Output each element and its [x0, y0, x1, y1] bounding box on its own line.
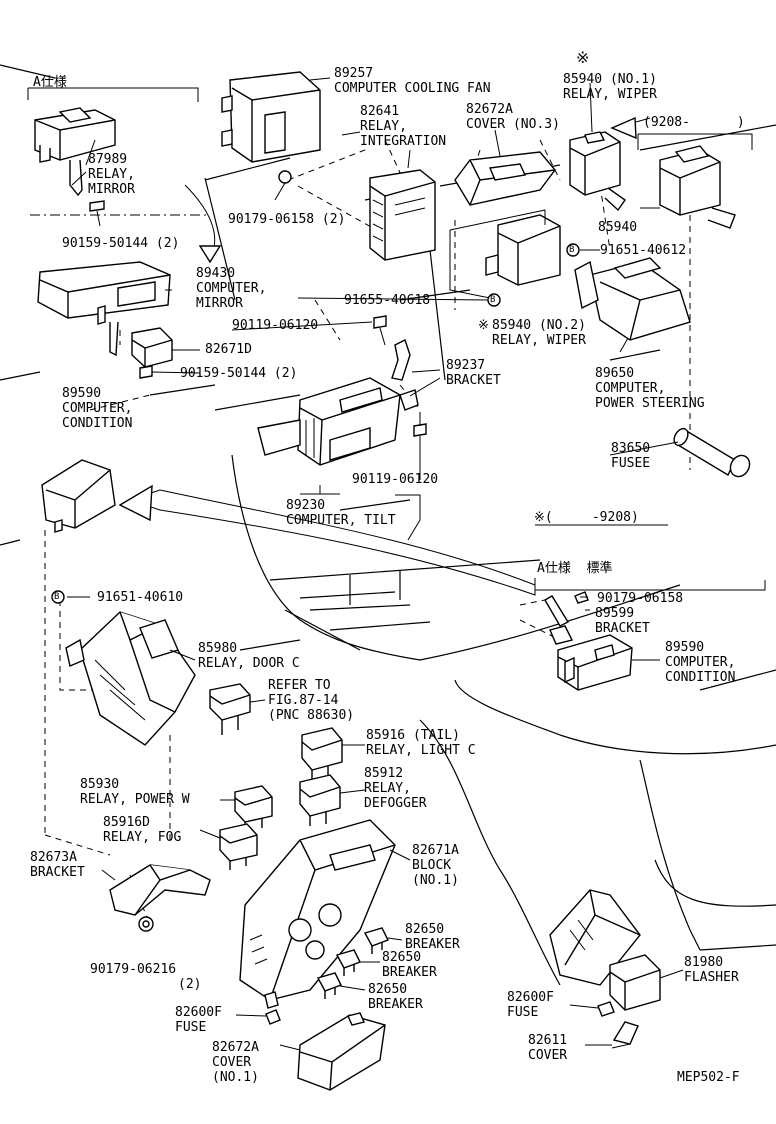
relay-light-c-85916 [301, 727, 343, 782]
bracket-note-top: (9208- ) [643, 115, 745, 130]
computer-cooling-fan-89257 [221, 71, 321, 163]
part-label-87989: 87989 RELAY, MIRROR [88, 152, 135, 197]
fuse-82600f-left [265, 1009, 281, 1025]
cover-no1-82672a [297, 1012, 386, 1091]
part-label-82641: 82641 RELAY, INTEGRATION [360, 104, 447, 149]
bracket-82673a [109, 864, 211, 916]
part-label-89257: 89257 COMPUTER COOLING FAN [334, 66, 491, 96]
bracket-89599 [544, 591, 589, 645]
flasher-81980 [609, 954, 661, 1011]
bracket-89237 [391, 339, 419, 411]
block-no1-82671a [239, 819, 396, 1009]
part-label-85940-no2: 85940 (NO.2) RELAY, WIPER [492, 318, 586, 348]
part-label-89590-right: 89590 COMPUTER, CONDITION [665, 640, 736, 685]
breaker-82650-b [335, 949, 361, 976]
relay-door-c-85980 [65, 611, 196, 746]
part-label-85916: 85916 (TAIL) RELAY, LIGHT C [366, 728, 476, 758]
part-label-91655: 91655-40618 [344, 293, 431, 308]
grommet-90179-top [274, 170, 292, 201]
circled-b-label-3: B [490, 295, 496, 305]
circled-b-label-2: B [569, 245, 575, 255]
part-label-90159-lower: 90159-50144 (2) [180, 366, 298, 381]
part-label-89599: 89599 BRACKET [595, 606, 650, 636]
part-label-91651-40612: 91651-40612 [600, 243, 687, 258]
part-label-82600f-left: 82600F FUSE [175, 1005, 222, 1035]
part-label-82611: 82611 COVER [528, 1033, 568, 1063]
leader-lines [67, 77, 684, 1051]
computer-condition-89590-left [41, 459, 116, 533]
circled-b-label-1: B [54, 592, 60, 602]
part-label-85940: 85940 [598, 220, 638, 235]
part-label-90179-06216: 90179-06216 (2) [90, 962, 202, 992]
part-label-82672a-no3: 82672A COVER (NO.3) [466, 102, 560, 132]
part-label-85930: 85930 RELAY, POWER W [80, 777, 190, 807]
connector-82671d [131, 327, 173, 368]
relay-power-w-85930 [234, 785, 273, 832]
cover-82611 [611, 1021, 639, 1049]
part-label-90159-top: 90159-50144 (2) [62, 236, 180, 251]
bracket-note-mid: ※( -9208) [534, 510, 639, 525]
part-label-85916d: 85916D RELAY, FOG [103, 815, 182, 845]
relay-integration-82641 [369, 169, 436, 261]
guide-lines [27, 87, 766, 926]
part-label-82672a-no1: 82672A COVER (NO.1) [212, 1040, 259, 1085]
computer-condition-89590-right [557, 634, 633, 691]
relay-defogger-85912 [299, 774, 341, 826]
fusee-83650 [673, 427, 751, 478]
relay-wiper-no2-85940 [485, 214, 561, 286]
part-label-82650-c: 82650 BREAKER [368, 982, 423, 1012]
part-label-82671a: 82671A BLOCK (NO.1) [412, 843, 459, 888]
relay-mirror-87989 [34, 107, 116, 197]
region-note-top: A仕様 [33, 75, 67, 90]
part-label-83650: 83650 FUSEE [611, 441, 651, 471]
part-label-82600f-right: 82600F FUSE [507, 990, 554, 1020]
part-label-81980: 81980 FLASHER [684, 955, 739, 985]
part-label-82650-b: 82650 BREAKER [382, 950, 437, 980]
part-label-90179-top: 90179-06158 (2) [228, 212, 346, 227]
part-label-89430: 89430 COMPUTER, MIRROR [196, 266, 267, 311]
screw-90159-lower [139, 365, 153, 379]
circled-b-markers [51, 243, 580, 604]
part-label-89650: 89650 COMPUTER, POWER STEERING [595, 366, 705, 411]
connector-refer-88630 [209, 683, 251, 735]
bolt-90119-upper [373, 315, 387, 346]
dashboard-outline [0, 64, 776, 986]
part-label-89590-left: 89590 COMPUTER, CONDITION [62, 386, 133, 431]
relay-fog-85916d [219, 823, 258, 870]
breaker-82650-a [363, 927, 389, 954]
breaker-82650-c [316, 972, 342, 999]
diagram-code: MEP502-F [677, 1070, 740, 1085]
junction-block-right [549, 889, 641, 986]
region-note-mid: A仕様 標準 [537, 561, 613, 576]
assembly-arrows [118, 116, 651, 596]
part-label-85940-no1: 85940 (NO.1) RELAY, WIPER [563, 72, 657, 102]
fuse-82600f-right [597, 1001, 615, 1017]
part-label-89230: 89230 COMPUTER, TILT [286, 498, 396, 528]
part-label-90119-upper: 90119-06120 [232, 318, 319, 333]
asterisk-marker-mid: ※ [478, 318, 489, 333]
relay-wiper-no1-85940 [569, 131, 626, 212]
wiper-bracket-frame [449, 209, 546, 301]
computer-power-steering-89650 [574, 257, 691, 341]
bolt-90119-lower [413, 412, 427, 437]
part-label-90119-lower: 90119-06120 [352, 472, 439, 487]
computer-tilt-89230 [257, 377, 401, 466]
part-label-refer: REFER TO FIG.87-14 (PNC 88630) [268, 678, 355, 723]
computer-mirror-89430 [37, 261, 171, 357]
part-label-85980: 85980 RELAY, DOOR C [198, 641, 300, 671]
relay-wiper-85940-late [659, 145, 736, 229]
part-label-89237: 89237 BRACKET [446, 358, 501, 388]
part-label-82673a: 82673A BRACKET [30, 850, 85, 880]
nut-90179-lower [138, 916, 154, 932]
part-label-82671d: 82671D [205, 342, 252, 357]
cover-no3-82672a [454, 151, 556, 206]
part-label-85912: 85912 RELAY, DEFOGGER [364, 766, 427, 811]
part-label-82650-a: 82650 BREAKER [405, 922, 460, 952]
part-label-90179-06158: 90179-06158 [597, 591, 684, 606]
screw-90159-top [89, 200, 105, 227]
asterisk-marker-top: ※ [576, 48, 590, 67]
part-label-91651-40610: 91651-40610 [97, 590, 184, 605]
